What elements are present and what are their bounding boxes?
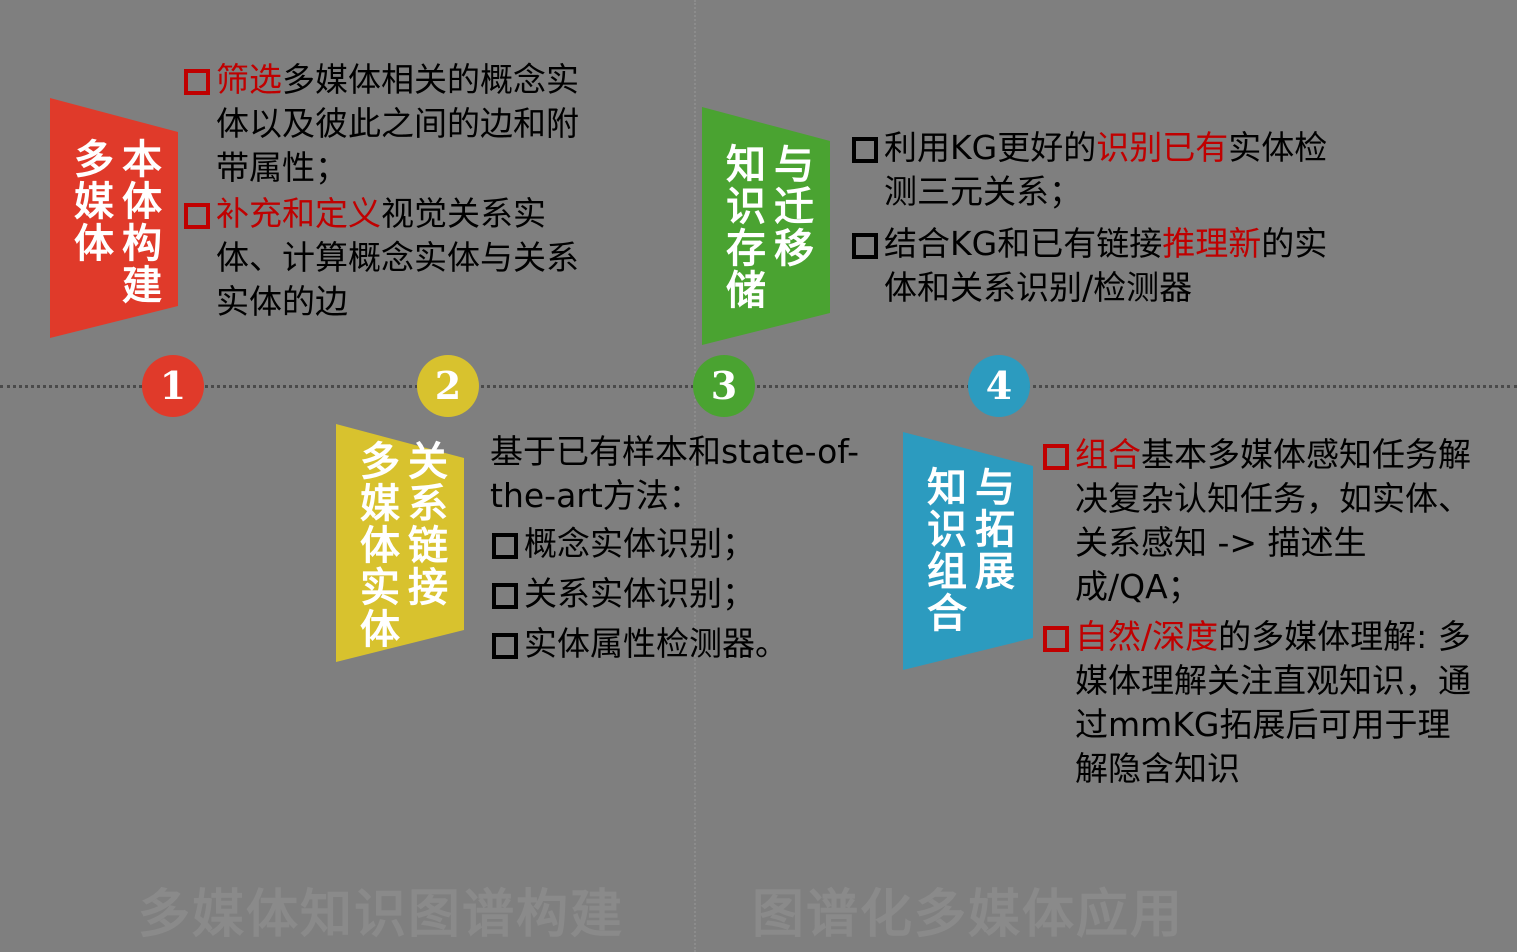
block-4-item-2: 自然/深度的多媒体理解: 多媒体理解关注直观知识，通过mmKG拓展后可用于理解隐… — [1041, 615, 1481, 791]
footer-label-right: 图谱化多媒体应用 — [752, 885, 1185, 945]
banner-3: 与迁移知识存储 — [702, 107, 830, 345]
checkbox-icon — [1043, 626, 1069, 652]
block-2-item-2: 关系实体识别； — [490, 572, 860, 616]
banner-4-title: 与拓展知识组合 — [920, 466, 1014, 634]
footer-label-left: 多媒体知识图谱构建 — [138, 885, 625, 945]
block-3-item-1: 利用KG更好的识别已有实体检测三元关系； — [850, 126, 1330, 214]
banner-2-shape — [336, 424, 464, 662]
block-2-text: 基于已有样本和state-of-the-art方法： 概念实体识别； 关系实体识… — [490, 430, 860, 666]
checkbox-icon — [492, 633, 518, 659]
block-1-text: 筛选多媒体相关的概念实体以及彼此之间的边和附带属性； 补充和定义视觉关系实体、计… — [182, 58, 602, 324]
banner-1-shape — [50, 98, 178, 338]
block-4-item-1: 组合基本多媒体感知任务解决复杂认知任务，如实体、关系感知 -> 描述生成/QA； — [1041, 433, 1481, 609]
step-circle-1: 1 — [142, 355, 204, 417]
timeline — [0, 385, 1517, 388]
step-circle-4: 4 — [968, 355, 1030, 417]
block-4-text: 组合基本多媒体感知任务解决复杂认知任务，如实体、关系感知 -> 描述生成/QA；… — [1041, 433, 1481, 791]
checkbox-icon — [852, 137, 878, 163]
step-circle-2: 2 — [417, 355, 479, 417]
block-1-item-2: 补充和定义视觉关系实体、计算概念实体与关系实体的边 — [182, 192, 602, 324]
banner-1-title: 本体构建多媒体 — [67, 138, 161, 306]
block-3-item-2: 结合KG和已有链接推理新的实体和关系识别/检测器 — [850, 222, 1330, 310]
checkbox-icon — [184, 69, 210, 95]
block-2-intro: 基于已有样本和state-of-the-art方法： — [490, 432, 860, 515]
checkbox-icon — [492, 533, 518, 559]
checkbox-icon — [852, 233, 878, 259]
banner-2-title: 关系链接多媒体实体 — [353, 440, 447, 650]
block-2-item-3: 实体属性检测器。 — [490, 622, 860, 666]
banner-1: 本体构建多媒体 — [50, 98, 178, 338]
checkbox-icon — [184, 203, 210, 229]
banner-4: 与拓展知识组合 — [903, 432, 1033, 670]
banner-3-title: 与迁移知识存储 — [719, 143, 813, 311]
block-1-item-1: 筛选多媒体相关的概念实体以及彼此之间的边和附带属性； — [182, 58, 602, 190]
checkbox-icon — [492, 583, 518, 609]
block-2-item-1: 概念实体识别； — [490, 522, 860, 566]
step-circle-3: 3 — [693, 355, 755, 417]
block-3-text: 利用KG更好的识别已有实体检测三元关系； 结合KG和已有链接推理新的实体和关系识… — [850, 126, 1330, 310]
checkbox-icon — [1043, 444, 1069, 470]
banner-2: 关系链接多媒体实体 — [336, 424, 464, 662]
banner-4-shape — [903, 432, 1033, 670]
banner-3-shape — [702, 107, 830, 345]
vertical-divider — [694, 0, 696, 952]
